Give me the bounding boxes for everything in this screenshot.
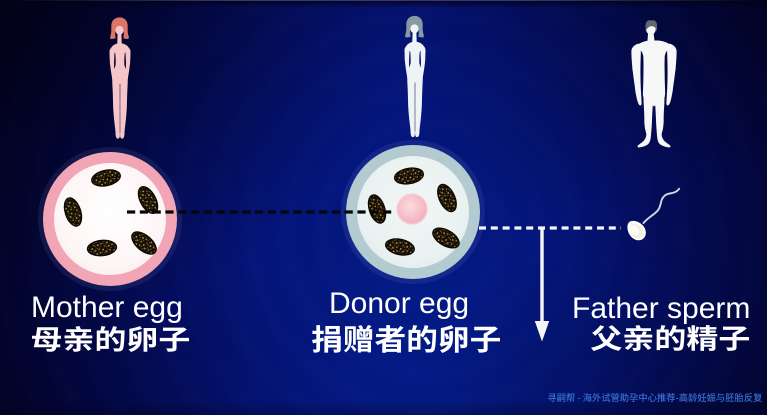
father-sperm-label-zh: 父亲的精子 [591,325,749,351]
donor-egg-label-en: Donor egg [329,287,470,320]
torso [111,43,129,84]
watermark: 寻嗣帮 - 海外试管助孕中心推荐-高龄妊娠与胚胎反复 [548,393,762,402]
organelle [393,167,425,185]
organelle [385,238,415,256]
leg [120,74,128,139]
father-sperm-label-zh-glyphs [591,325,749,351]
arm [631,43,642,106]
sperm-head [627,220,646,241]
donor-figure-icon [404,15,426,138]
neck [647,33,655,43]
mother-figure-icon [109,17,131,139]
leg [654,96,671,148]
neck [117,33,122,46]
mother-egg-label-zh: 母亲的卵子 [32,326,189,352]
hair [645,20,658,32]
leg [637,96,654,148]
down-arrow-icon [534,228,550,342]
sperm-icon [627,187,681,241]
mother-egg-label-zh-glyphs [32,326,189,352]
organelle [432,227,460,249]
father-figure-icon [631,20,677,148]
organelle [367,194,387,224]
leg [407,73,415,138]
arm [124,47,131,83]
watermark-glyphs [548,393,762,402]
organelle [86,239,118,257]
neck [412,32,417,45]
donor-egg-nucleus [396,193,428,225]
leg [415,73,423,138]
organelle [91,169,121,187]
mother-egg-icon [38,147,182,291]
organelle [131,231,157,255]
donor-egg-icon [341,140,485,284]
torso [638,40,670,107]
donor-egg-label-zh-glyphs [312,325,500,353]
leg [112,74,120,139]
hair [405,15,424,38]
arm [109,47,116,83]
hair [110,17,129,40]
donor-egg-label-zh: 捐赠者的卵子 [312,325,500,353]
arm [404,45,411,81]
organelle [437,183,457,213]
mother-egg-label-en: Mother egg [31,291,183,324]
sperm-tail [642,187,681,224]
torso [406,41,424,83]
arm [419,45,426,81]
arm [666,43,677,106]
father-sperm-label-en: Father sperm [572,292,751,325]
organelle [63,197,83,227]
